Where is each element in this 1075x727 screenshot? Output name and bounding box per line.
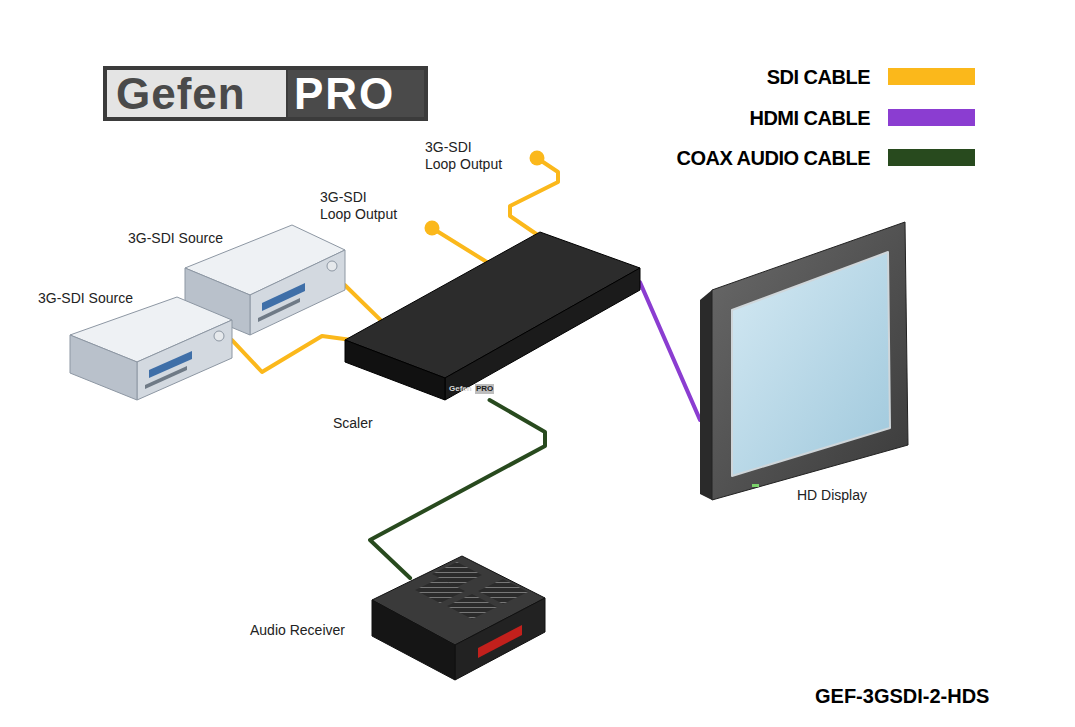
loop-output-dot	[530, 151, 545, 166]
legend-row: SDI CABLE	[560, 65, 980, 89]
loop-output-dot	[425, 221, 440, 236]
device-node: Audio Receiver	[372, 578, 545, 682]
legend-swatch	[888, 109, 975, 126]
legend-row: HDMI CABLE	[560, 106, 980, 130]
legend-text: COAX AUDIO CABLE	[677, 146, 870, 170]
device-label: Scaler	[333, 415, 373, 431]
device-node: HD Display	[700, 220, 910, 500]
loop-output-label: 3G-SDI Loop Output	[320, 189, 400, 223]
cable	[345, 285, 385, 324]
device-label: HD Display	[797, 487, 867, 503]
logo-text: Gefen	[116, 69, 246, 119]
legend-text: SDI CABLE	[767, 65, 870, 89]
model-number: GEF-3GSDI-2-HDS	[815, 684, 989, 708]
device-label: Audio Receiver	[250, 622, 345, 638]
legend-text: HDMI CABLE	[749, 106, 870, 130]
device-node: Scaler	[385, 232, 640, 400]
device-label: 3G-SDI Source	[128, 230, 223, 246]
legend-swatch	[888, 149, 975, 166]
device-logo-text: PRO	[475, 384, 494, 394]
cable	[640, 282, 700, 420]
loop-output-label: 3G-SDI Loop Output	[425, 139, 505, 173]
device-node: 3G-SDI Source	[185, 228, 345, 336]
cable	[370, 400, 545, 578]
logo-text: PRO	[294, 69, 395, 119]
scaler-housing	[345, 232, 640, 400]
sdi-source-device	[70, 297, 232, 400]
device-label: 3G-SDI Source	[38, 290, 133, 306]
device-logo-text: Gefen	[449, 384, 472, 394]
hd-display	[700, 222, 908, 500]
audio-receiver	[372, 556, 545, 680]
device-node: 3G-SDI Source	[70, 295, 232, 405]
legend-row: COAX AUDIO CABLE	[560, 146, 980, 170]
legend-swatch	[888, 68, 975, 85]
logo-frame	[103, 66, 428, 121]
